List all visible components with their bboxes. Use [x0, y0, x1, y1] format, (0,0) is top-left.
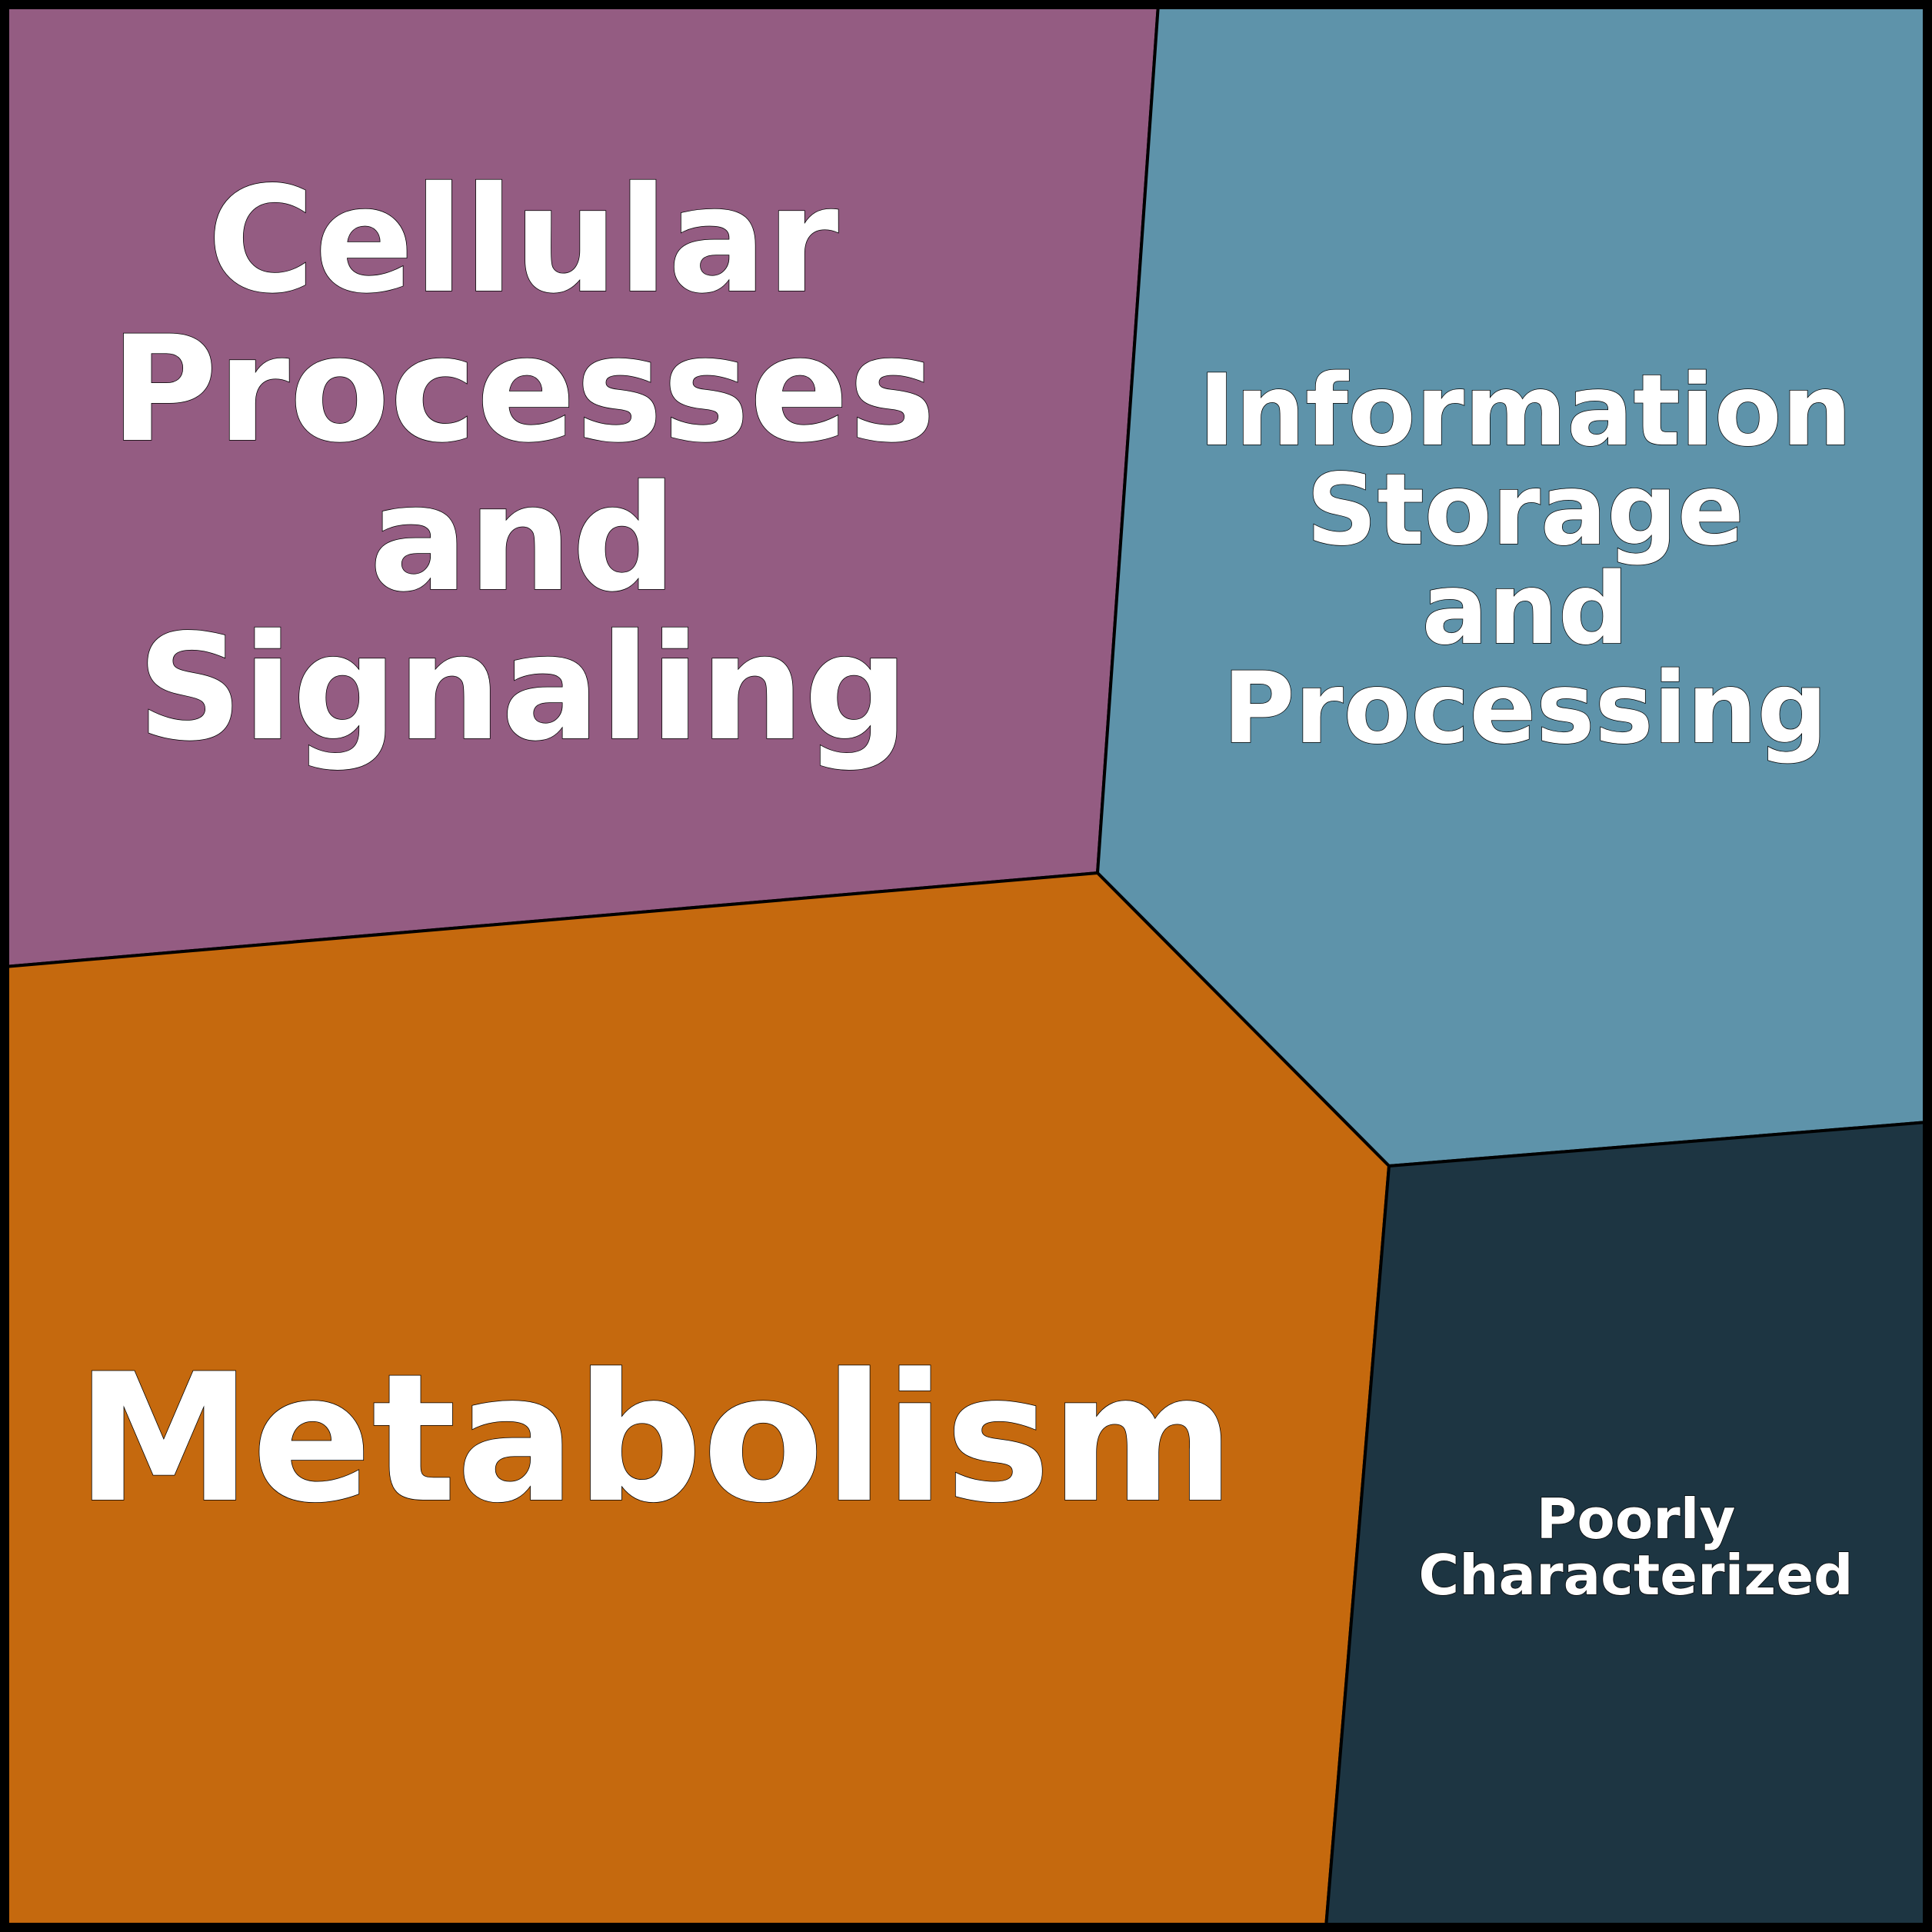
- cells-layer: [3, 3, 1929, 1929]
- cell-label-line: Cellular: [208, 155, 839, 325]
- cell-label-line: Poorly: [1537, 1487, 1736, 1551]
- cell-label-line: Processes: [110, 305, 935, 475]
- cell-label-line: Storage: [1306, 453, 1744, 568]
- cell-label-line: Characterized: [1418, 1543, 1853, 1607]
- cell-label-line: Information: [1198, 354, 1851, 468]
- cell-label-line: and: [369, 454, 676, 624]
- cell-label-line: Metabolism: [76, 1337, 1235, 1542]
- cell-label-line: and: [1421, 552, 1628, 667]
- cell-label-metabolism: Metabolism: [76, 1337, 1235, 1542]
- cell-label-line: Processing: [1223, 651, 1828, 766]
- cell-label-line: Signaling: [138, 603, 909, 773]
